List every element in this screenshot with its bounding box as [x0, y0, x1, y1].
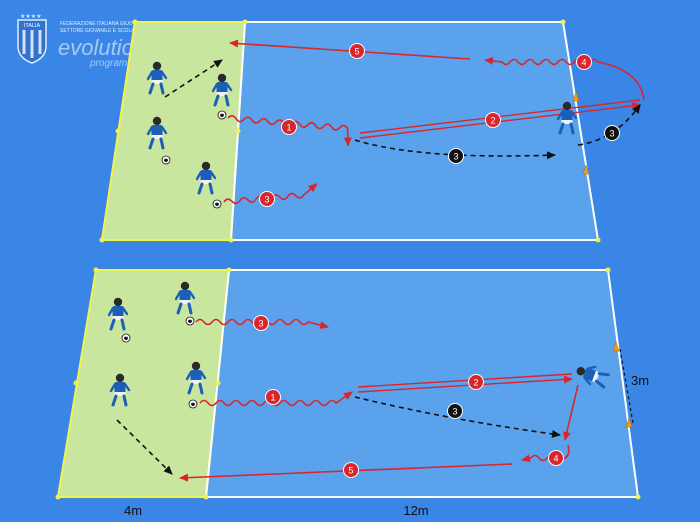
step-badge: 2: [485, 112, 501, 128]
player-run: [164, 59, 223, 98]
run-path-3: [354, 139, 556, 160]
drill-1: 1 2 3 3 4 5 3: [99, 19, 645, 243]
step-badge: 3: [447, 403, 463, 419]
keeper-throw: [562, 384, 579, 441]
step-badge: 3: [253, 315, 269, 331]
svg-text:1: 1: [286, 123, 291, 133]
logo-brand-sub: programme: [89, 58, 142, 69]
dimension-field-length: 12m: [403, 503, 428, 518]
field-markers-1: [99, 19, 601, 243]
logo-federation-line2: SETTORE GIOVANILE E SCOLASTICO: [60, 28, 150, 34]
ball-icon: [185, 316, 195, 326]
step-badge: 2: [468, 374, 484, 390]
step-badge: 3: [448, 148, 464, 164]
step-badge: 4: [548, 450, 564, 466]
svg-text:4: 4: [581, 58, 586, 68]
svg-text:3: 3: [609, 129, 614, 139]
svg-text:5: 5: [348, 466, 353, 476]
logo-country: ITALIA: [24, 23, 41, 29]
step-badge: 1: [265, 389, 281, 405]
pass-2b: [357, 373, 573, 393]
ball-icon: [188, 399, 198, 409]
svg-text:3: 3: [264, 195, 269, 205]
svg-text:★★★★: ★★★★: [20, 13, 42, 20]
drill-2: 1 2 3 3 4 5 4m 12m 3m: [55, 267, 649, 518]
italia-shield-icon: ★★★★: [17, 13, 47, 64]
svg-text:1: 1: [270, 393, 275, 403]
ball-icon: [161, 155, 171, 165]
logo-federation-line1: FEDERAZIONE ITALIANA GIUOCO CALCIO: [60, 21, 160, 27]
ball-icon: [217, 110, 227, 120]
step-badge: 4: [576, 54, 592, 70]
start-zone-2: [56, 269, 231, 498]
step-badge: 3: [259, 191, 275, 207]
svg-text:3: 3: [452, 407, 457, 417]
step-badge: 3: [604, 125, 620, 141]
step-badge: 5: [343, 462, 359, 478]
svg-text:3: 3: [258, 319, 263, 329]
dimension-goal-width: 3m: [631, 373, 649, 388]
svg-text:5: 5: [354, 47, 359, 57]
goal-width-marker: [619, 348, 634, 424]
svg-text:4: 4: [553, 454, 558, 464]
dribble-path-3b: [195, 318, 329, 329]
player-run-b: [116, 419, 173, 475]
step-badge: 5: [349, 43, 365, 59]
dimension-zone-width: 4m: [124, 503, 142, 518]
ball-icon: [121, 333, 131, 343]
svg-text:2: 2: [490, 116, 495, 126]
ball-icon: [212, 199, 222, 209]
step-badge: 1: [281, 119, 297, 135]
svg-text:3: 3: [453, 152, 458, 162]
field-markers-2: [55, 267, 641, 500]
svg-text:2: 2: [473, 378, 478, 388]
